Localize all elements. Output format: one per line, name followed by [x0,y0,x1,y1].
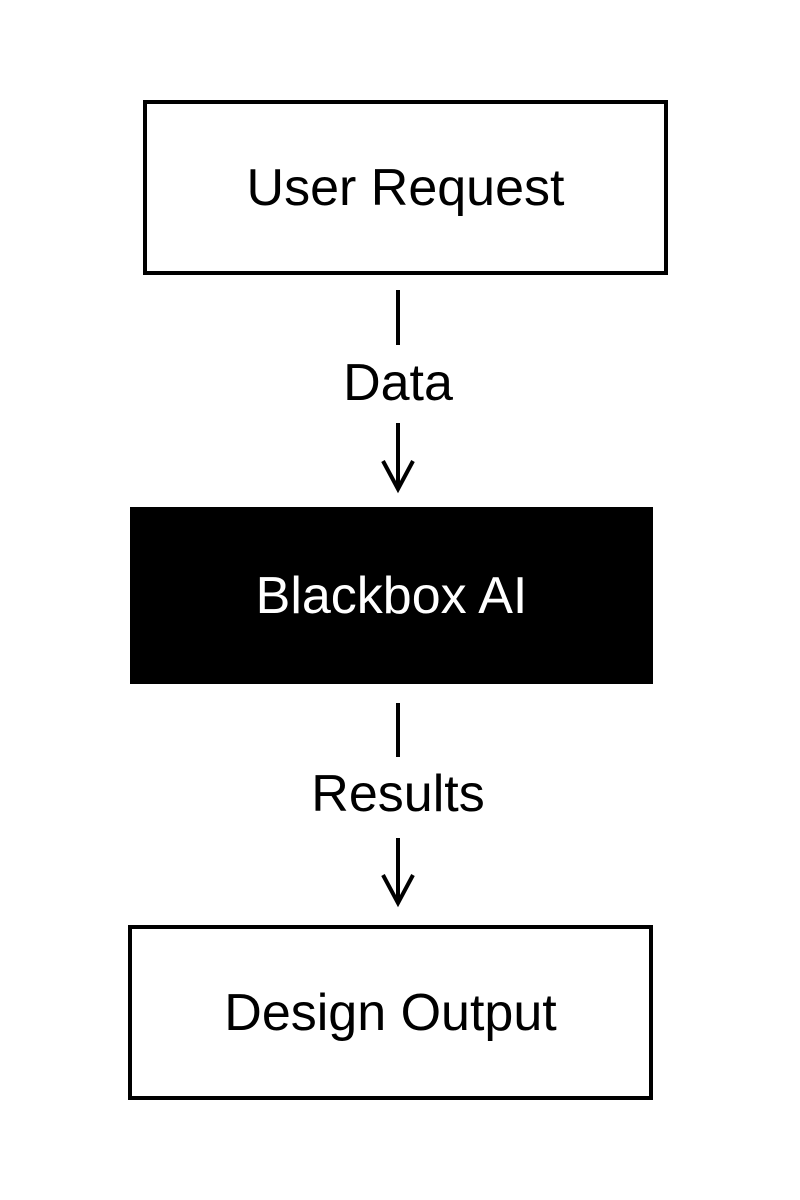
node-user-request-label: User Request [246,158,565,217]
node-blackbox-ai-label: Blackbox AI [255,566,528,625]
node-user-request: User Request [143,100,668,275]
down-arrow-icon [381,460,415,494]
edge-label-data: Data [343,354,453,412]
node-blackbox-ai: Blackbox AI [130,507,653,684]
edge-label-results: Results [311,765,485,823]
down-arrow-icon [381,874,415,908]
node-design-output-label: Design Output [224,983,557,1042]
node-design-output: Design Output [128,925,653,1100]
